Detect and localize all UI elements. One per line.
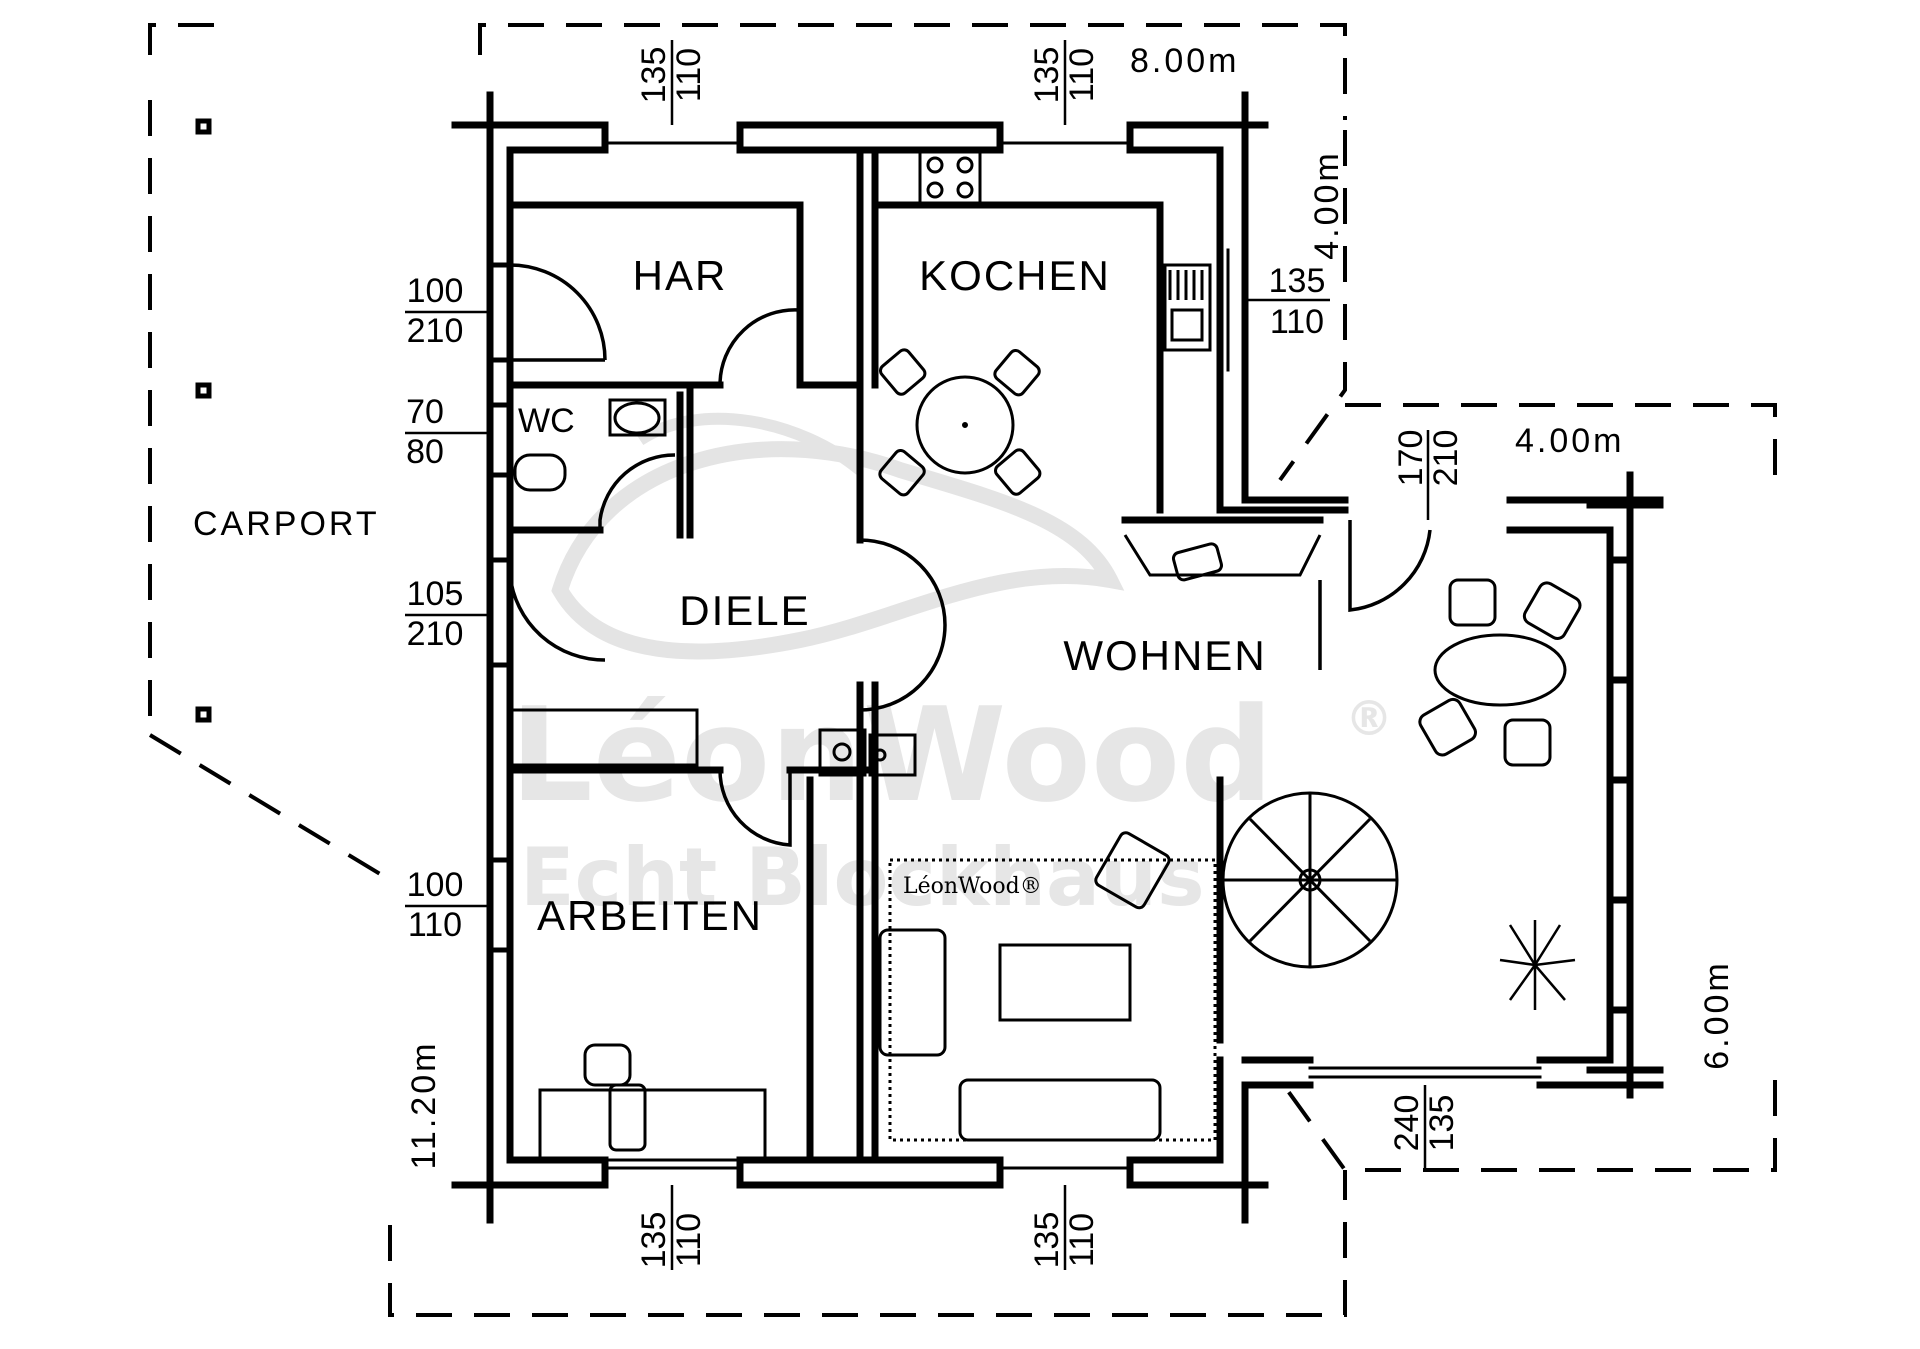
left-door-diele-height: 210 [407, 615, 464, 653]
annex-door-height: 210 [1427, 430, 1465, 487]
dining-table-icon [878, 348, 1042, 497]
annex-door-width: 170 [1392, 430, 1430, 487]
left-door-diele-width: 105 [407, 575, 464, 613]
dim-annex-width: 4.00m [1515, 422, 1625, 460]
bottom-window-right-width: 135 [1028, 1212, 1066, 1269]
dashed-outline [148, 23, 1777, 1317]
top-window-right-width: 135 [1028, 47, 1066, 104]
room-label-har: HAR [633, 252, 728, 299]
bottom-window-right-height: 110 [1063, 1213, 1101, 1267]
toilet-icon [513, 398, 667, 492]
dim-total-depth: 11.20m [405, 1041, 443, 1170]
kitchen-window-height: 110 [1270, 303, 1324, 341]
left-window-arbeiten-width: 100 [407, 866, 464, 904]
room-label-wc: WC [518, 402, 575, 440]
hall-cabinet-icon [510, 708, 699, 767]
left-window-wc-height: 80 [406, 433, 444, 471]
annex-bottom-window-width: 240 [1388, 1095, 1426, 1152]
left-door-har-width: 100 [407, 272, 464, 310]
dim-overall-width: 8.00m [1130, 42, 1240, 80]
annex-table-icon [1418, 578, 1582, 767]
bottom-window-left-width: 135 [635, 1212, 673, 1269]
fireplace-icon [1123, 534, 1322, 582]
top-window-left-height: 110 [670, 48, 708, 102]
rug-brand-label: LéonWood® [903, 874, 1042, 899]
room-label-kochen: KOCHEN [919, 252, 1111, 299]
left-window-arbeiten-height: 110 [408, 906, 462, 944]
dimension-ticks [405, 40, 1430, 1270]
furniture [510, 148, 1582, 1162]
room-label-wohnen: WOHNEN [1063, 632, 1266, 679]
door-swings [508, 263, 1432, 847]
annex-bottom-window-height: 135 [1423, 1095, 1461, 1152]
kitchen-sink-icon [1163, 263, 1212, 352]
top-window-left-width: 135 [635, 47, 673, 104]
stove-icon [918, 148, 982, 207]
left-door-har-height: 210 [407, 312, 464, 350]
dim-annex-depth: 6.00m [1698, 960, 1736, 1070]
bottom-window-left-height: 110 [670, 1213, 708, 1267]
room-label-arbeiten: ARBEITEN [537, 892, 763, 939]
watermark-brand: LéonWood [510, 679, 1273, 831]
carport-posts [195, 118, 212, 723]
hall-basin-icon [818, 728, 917, 777]
top-window-right-height: 110 [1063, 48, 1101, 102]
desk-icon [538, 1043, 767, 1162]
kitchen-window-width: 135 [1269, 262, 1326, 300]
room-label-diele: DIELE [679, 587, 810, 634]
dim-kitchen-depth: 4.00m [1308, 150, 1346, 260]
spiral-stair-icon [1221, 791, 1399, 969]
watermark-registered: ® [1345, 691, 1393, 747]
room-label-carport: CARPORT [193, 505, 380, 543]
living-rug-icon [878, 831, 1217, 1142]
plant-icon [1499, 920, 1576, 1010]
left-window-wc-width: 70 [406, 393, 444, 431]
